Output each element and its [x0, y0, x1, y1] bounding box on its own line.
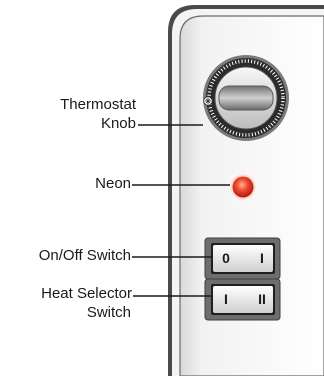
- leader-lines: [132, 124, 230, 297]
- heat-selector-high-symbol: II: [258, 291, 266, 307]
- onoff-switch-label: On/Off Switch: [38, 247, 131, 264]
- onoff-switch-rocker: [213, 245, 273, 272]
- thermostat-label-line1: Thermostat: [60, 96, 136, 113]
- heat-selector-low-symbol: I: [224, 291, 228, 307]
- heat-selector-switch[interactable]: [204, 278, 281, 321]
- onoff-switch-off-symbol: 0: [222, 250, 230, 266]
- neon-lamp: [224, 168, 262, 206]
- heat-selector-label-line2: Switch: [86, 304, 131, 321]
- snowflake-icon: [203, 96, 213, 106]
- thermostat-label-line2: Knob: [100, 115, 136, 132]
- knob-grip: [218, 85, 274, 111]
- heat-selector-switch-rocker: [213, 286, 273, 313]
- thermostat-knob[interactable]: [203, 55, 289, 141]
- neon-label: Neon: [95, 175, 131, 192]
- onoff-switch-on-symbol: I: [260, 250, 264, 266]
- onoff-switch[interactable]: [204, 237, 281, 280]
- neon-light: [232, 176, 254, 198]
- heat-selector-label-line1: Heat Selector: [41, 285, 132, 302]
